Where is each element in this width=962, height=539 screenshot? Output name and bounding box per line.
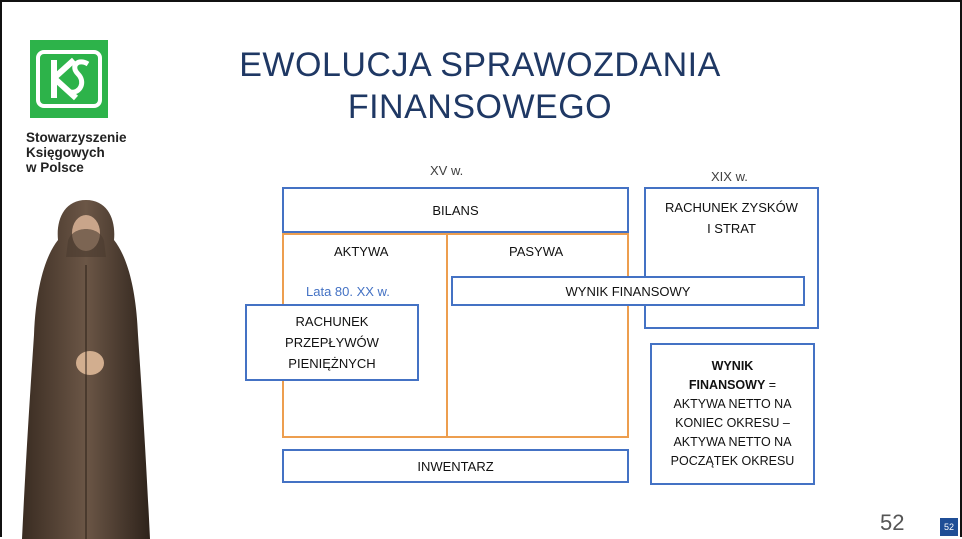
label-xix-century: XIX w.	[711, 169, 748, 184]
title-line-2: FINANSOWEGO	[347, 88, 613, 126]
org-line-3: w Polsce	[26, 160, 84, 175]
definition-equals: =	[765, 378, 777, 392]
organization-name: Stowarzyszenie Księgowych w Polsce	[26, 130, 127, 175]
definition-bold-1: WYNIK	[711, 359, 754, 373]
wynik-finansowy-box: WYNIK FINANSOWY	[451, 276, 805, 306]
pasywa-label: PASYWA	[509, 244, 564, 259]
definition-line-3: AKTYWA NETTO NA	[673, 397, 792, 411]
cash-flow-line-1: RACHUNEK	[295, 314, 369, 329]
income-statement-line-2: I STRAT	[707, 221, 756, 236]
page-title: EWOLUCJA SPRAWOZDANIA FINANSOWEGO	[170, 44, 790, 128]
definition-bold-2: FINANSOWY	[688, 378, 766, 392]
cash-flow-box: RACHUNEK PRZEPŁYWÓW PIENIĘŻNYCH	[245, 304, 419, 381]
definition-line-5: AKTYWA NETTO NA	[673, 435, 792, 449]
bilans-label: BILANS	[432, 202, 479, 218]
wynik-finansowy-label: WYNIK FINANSOWY	[565, 283, 691, 299]
income-statement-box: RACHUNEK ZYSKÓW I STRAT	[644, 187, 819, 329]
label-1980s: Lata 80. XX w.	[306, 284, 390, 299]
cash-flow-line-3: PIENIĘŻNYCH	[288, 356, 376, 371]
label-xv-century: XV w.	[430, 163, 464, 178]
definition-line-6: POCZĄTEK OKRESU	[670, 454, 795, 468]
income-statement-line-1: RACHUNEK ZYSKÓW	[665, 200, 798, 215]
cash-flow-line-2: PRZEPŁYWÓW	[285, 335, 379, 350]
org-line-2: Księgowych	[26, 145, 105, 160]
org-line-1: Stowarzyszenie	[26, 130, 127, 145]
sk-logo	[30, 40, 108, 118]
page-number: 52	[880, 510, 905, 535]
pasywa-box	[446, 233, 629, 438]
definition-box: WYNIK FINANSOWY = AKTYWA NETTO NA KONIEC…	[650, 343, 815, 485]
inwentarz-label: INWENTARZ	[417, 458, 494, 474]
inwentarz-box: INWENTARZ	[282, 449, 629, 483]
title-line-1: EWOLUCJA SPRAWOZDANIA	[239, 46, 721, 84]
bilans-box: BILANS	[282, 187, 629, 233]
page-number-badge: 52	[940, 518, 958, 536]
aktywa-label: AKTYWA	[334, 244, 389, 259]
definition-line-4: KONIEC OKRESU –	[675, 416, 790, 430]
monk-figure	[22, 200, 150, 539]
